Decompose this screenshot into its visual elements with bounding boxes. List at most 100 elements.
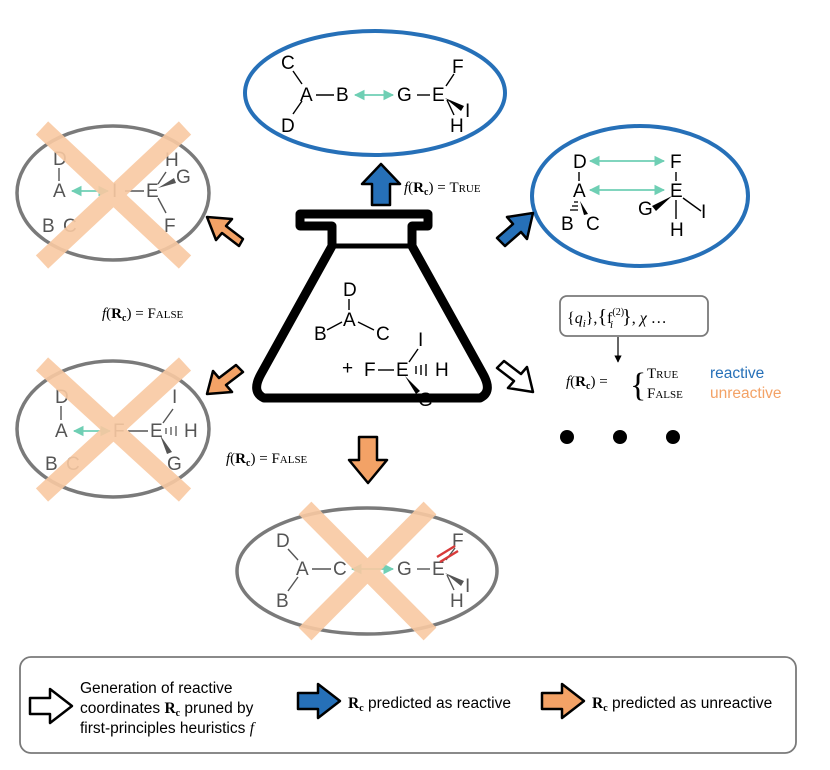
label-f-false-bottom: f(Rc) = False — [226, 451, 308, 469]
atom-A: A — [343, 310, 356, 331]
atom-D: D — [343, 280, 357, 301]
atom-I: I — [701, 202, 706, 223]
reactive-label: reactive — [710, 365, 764, 382]
atom-E: E — [432, 559, 445, 580]
atom-C: C — [333, 559, 347, 580]
atom-G: G — [397, 85, 412, 106]
atom-H: H — [184, 421, 198, 442]
reactive-arrow-up — [360, 162, 402, 207]
hashed-wedge — [445, 573, 464, 586]
atom-F: F — [452, 57, 464, 78]
atom-I: I — [465, 101, 470, 122]
cross-out-mark — [35, 121, 192, 269]
reactive-ellipse — [530, 124, 750, 268]
atom-C: C — [376, 324, 390, 345]
heuristic-features: {qi},{f(2)i}, χ … — [567, 306, 667, 331]
atom-H: H — [435, 360, 449, 381]
label-f-false-left: f(Rc) = False — [102, 306, 184, 324]
bonds — [326, 299, 375, 331]
conformation-top: C A B D G E F I H — [243, 29, 507, 157]
atom-E: E — [670, 181, 683, 202]
atom-A: A — [300, 85, 313, 106]
reaction-flask: D A B C + I F E H G — [252, 209, 492, 411]
wedge — [158, 178, 176, 188]
cross-out-mark — [298, 501, 437, 641]
atom-A: A — [296, 559, 309, 580]
wedge — [405, 376, 420, 394]
atom-F: F — [452, 531, 464, 552]
atom-E: E — [396, 360, 409, 381]
atom-H: H — [670, 220, 684, 241]
atom-B: B — [276, 591, 289, 612]
bonds — [287, 547, 456, 592]
legend-reactive-arrow-icon — [296, 682, 342, 720]
atom-G: G — [418, 390, 433, 411]
more-items-dots — [560, 430, 680, 444]
atom-G: G — [176, 167, 191, 188]
unreactive-label: unreactive — [710, 385, 782, 402]
decision-function: f(Rc) = { True False reactive unreactive — [566, 365, 782, 404]
wedge — [580, 201, 588, 215]
flask-outline — [252, 209, 492, 403]
atom-G: G — [397, 559, 412, 580]
legend-unreactive-arrow-icon — [540, 682, 586, 720]
atom-D: D — [281, 116, 295, 137]
legend-item1-line2: coordinates Rc pruned by — [80, 700, 254, 719]
atom-D: D — [573, 152, 587, 173]
legend-item2: Rc predicted as reactive — [348, 695, 511, 714]
atom-A: A — [55, 421, 68, 442]
bonds — [578, 172, 702, 219]
heuristics-box: {qi},{f(2)i}, χ … — [559, 295, 709, 363]
hashed-wedge — [445, 98, 464, 111]
atom-D: D — [276, 531, 290, 552]
wedge — [652, 196, 672, 211]
atom-H: H — [450, 591, 464, 612]
unreactive-arrow-upper-left — [205, 215, 245, 248]
plus-sign: + — [342, 358, 353, 379]
atom-E: E — [432, 85, 445, 106]
atom-I: I — [465, 576, 470, 597]
bonds — [292, 70, 455, 116]
atom-I: I — [418, 330, 423, 351]
atom-H: H — [450, 116, 464, 137]
cross-out-mark — [35, 357, 192, 502]
generation-arrow-right — [495, 359, 535, 394]
bonds — [60, 406, 174, 432]
hashed-bond — [570, 201, 578, 211]
legend-item1-line1: Generation of reactive — [80, 680, 233, 697]
wedge — [160, 435, 172, 454]
decision-false: False — [647, 386, 683, 402]
unreactive-arrow-lower-left — [205, 363, 245, 396]
decision-lhs: f(Rc) = — [566, 374, 608, 392]
hashed-bond — [165, 426, 177, 436]
legend: Generation of reactive coordinates Rc pr… — [19, 656, 797, 754]
decision-true: True — [647, 366, 678, 382]
atom-F: F — [164, 216, 176, 237]
atom-F: F — [670, 152, 682, 173]
broken-bond-mark — [436, 544, 459, 564]
bonds — [378, 348, 427, 376]
atom-I: I — [172, 387, 177, 408]
atom-B: B — [561, 214, 574, 235]
atom-A: A — [573, 181, 586, 202]
legend-item1-line3: first-principles heuristics f — [80, 720, 257, 737]
atom-C: C — [281, 53, 295, 74]
atom-B: B — [314, 324, 327, 345]
atom-B: B — [45, 454, 58, 475]
atom-A: A — [53, 181, 66, 202]
label-f-true: f(Rc) = True — [404, 180, 481, 198]
conformation-lower-left: D I A F E H B C G — [15, 357, 211, 502]
atom-B: B — [42, 216, 55, 237]
atom-F: F — [364, 360, 376, 381]
conformation-upper-left: D H A I E G B C F — [15, 121, 211, 269]
atom-B: B — [336, 85, 349, 106]
decision-brace: { — [630, 367, 646, 404]
legend-item3: Rc predicted as unreactive — [592, 695, 772, 714]
legend-generation-arrow-icon — [28, 687, 74, 725]
atom-C: C — [586, 214, 600, 235]
atom-G: G — [638, 199, 653, 220]
conformation-right: D F A E G I B C H — [530, 124, 750, 268]
conformation-bottom: D F A C G E I B H — [235, 501, 499, 641]
atom-E: E — [150, 421, 163, 442]
